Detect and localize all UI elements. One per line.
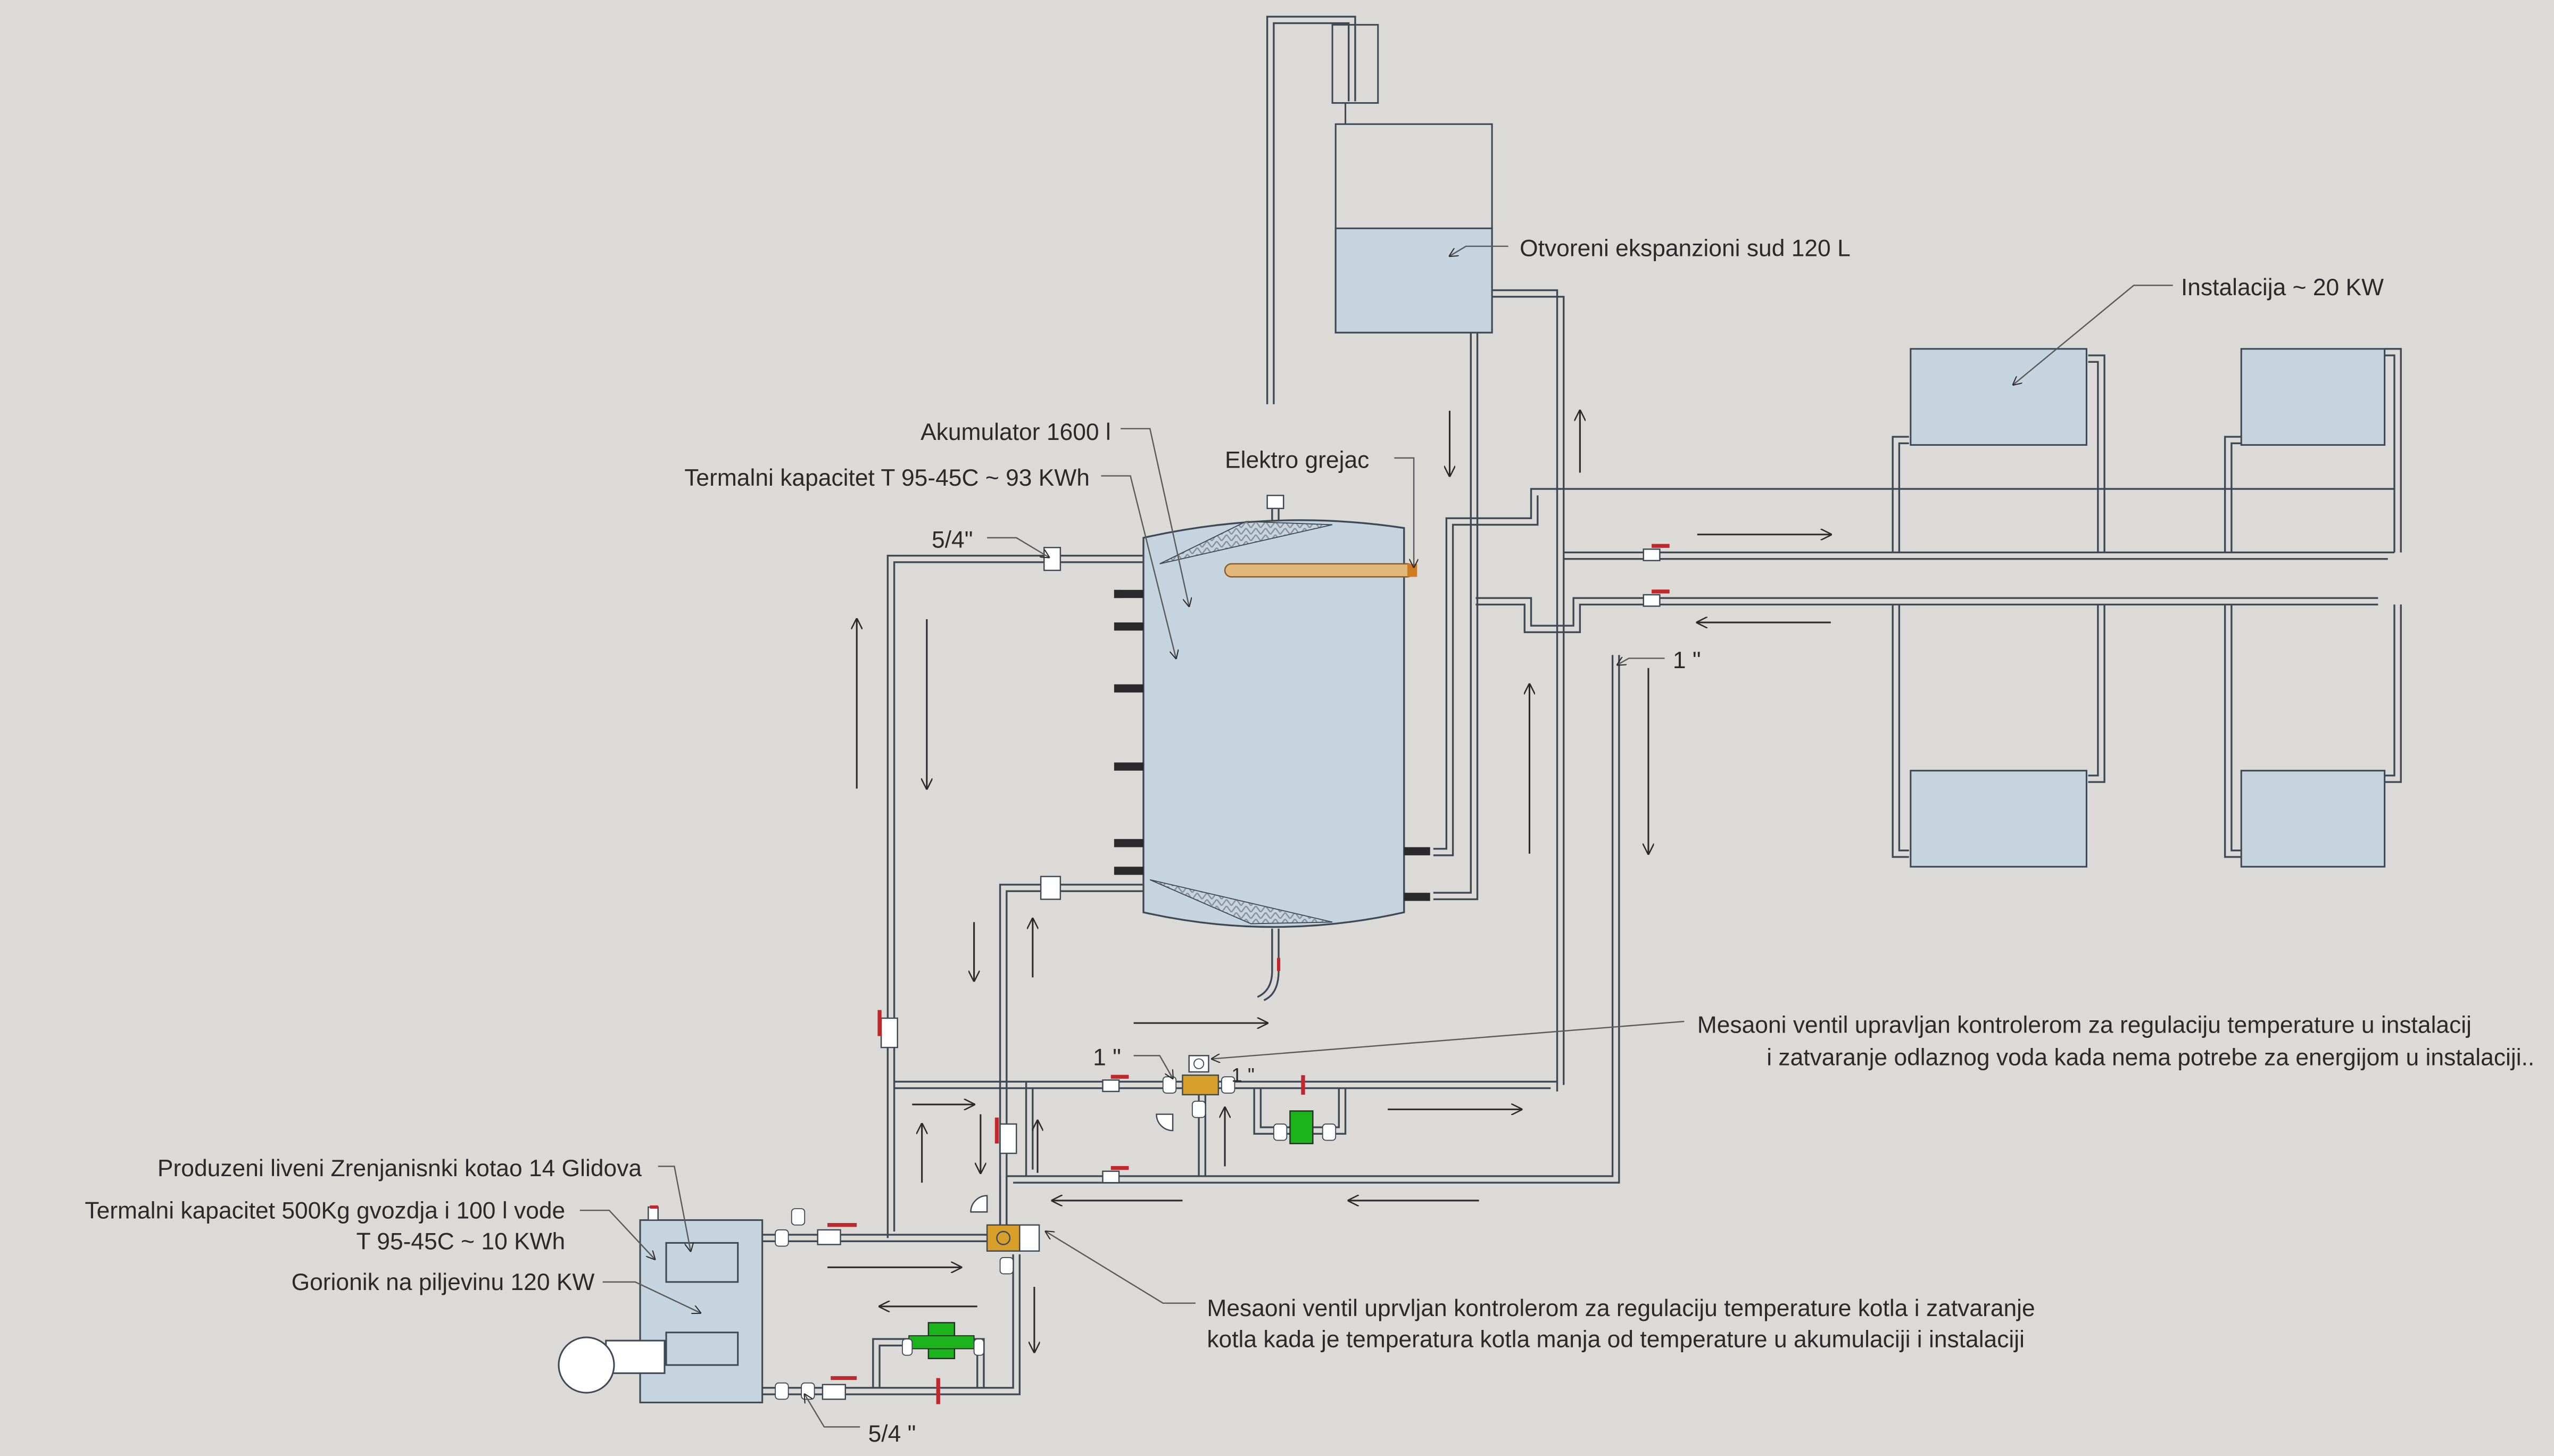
radiator-riser-left-2 xyxy=(2224,436,2242,858)
installation-supply-header xyxy=(1563,551,2394,560)
radiator-riser-right-1 xyxy=(2088,354,2105,783)
radiators xyxy=(1910,348,2386,868)
label-pipe-1-right: 1 " xyxy=(1673,647,1701,673)
label-boiler-capacity-line2: T 95-45C ~ 10 KWh xyxy=(356,1229,566,1255)
radiator xyxy=(1910,770,2087,868)
label-boiler-capacity-line1: Termalni kapacitet 500Kg gvozdja i 100 l… xyxy=(85,1197,565,1224)
installation-mixing-valve xyxy=(1182,1074,1220,1096)
label-mixing-valve-installation-line1: Mesaoni ventil upravljan kontrolerom za … xyxy=(1697,1012,2472,1038)
label-accumulator: Akumulator 1600 l xyxy=(921,419,1111,445)
boiler xyxy=(558,1205,764,1403)
radiator xyxy=(1910,348,2087,446)
radiator-riser-right-2 xyxy=(2384,348,2402,783)
label-electric-heater: Elektro grejac xyxy=(1225,447,1369,473)
label-mixing-valve-boiler-line2: kotla kada je temperatura kotla manja od… xyxy=(1207,1326,2025,1352)
radiator xyxy=(2240,348,2386,446)
accumulator-tank xyxy=(1114,495,1430,971)
boiler-supply-pipe xyxy=(762,1234,988,1243)
label-pipe-1-valve-right: 1 " xyxy=(1231,1064,1255,1086)
radiator xyxy=(2240,770,2386,868)
installation-return-header xyxy=(1475,597,2378,634)
pumps xyxy=(908,1110,1314,1359)
label-mixing-valve-installation-line2: i zatvaranje odlaznog voda kada nema pot… xyxy=(1767,1045,2534,1071)
label-mixing-valve-boiler-line1: Mesaoni ventil uprvljan kontrolerom za r… xyxy=(1207,1295,2035,1321)
installation-supply-pipe xyxy=(1433,488,2394,856)
accumulator-drain-pipe xyxy=(1257,928,1280,1001)
electric-heater xyxy=(1224,563,1415,578)
burner-fan xyxy=(558,1336,615,1394)
pipe-network xyxy=(762,15,2402,1395)
expansion-overflow-pipe xyxy=(1492,289,1565,1092)
expansion-supply-pipe xyxy=(1433,332,1479,901)
flow-arrows xyxy=(827,411,1831,1352)
radiator-riser-left-1 xyxy=(1892,436,1909,858)
installation-return-riser xyxy=(1006,655,1620,1184)
expansion-vent-pipe xyxy=(1266,15,1356,404)
label-expansion-tank: Otvoreni ekspanzioni sud 120 L xyxy=(1520,235,1851,261)
label-accumulator-capacity: Termalni kapacitet T 95-45C ~ 93 KWh xyxy=(684,465,1090,491)
accumulator-bottom-left-pipe xyxy=(999,884,1143,1238)
leader-lines xyxy=(579,245,2173,1428)
label-burner: Gorionik na piljevinu 120 KW xyxy=(292,1269,595,1295)
label-pipe-1-valve-left: 1 " xyxy=(1093,1045,1121,1071)
label-pipe-5-4-bottom: 5/4 " xyxy=(868,1421,916,1447)
installation-pump xyxy=(1289,1110,1314,1144)
boiler-mixing-valve xyxy=(986,1224,1021,1252)
label-installation: Instalacija ~ 20 KW xyxy=(2181,274,2384,301)
label-boiler-name: Produzeni liveni Zrenjanisnki kotao 14 G… xyxy=(157,1155,642,1182)
valves xyxy=(775,544,1670,1404)
label-pipe-5-4-top: 5/4" xyxy=(932,527,973,553)
